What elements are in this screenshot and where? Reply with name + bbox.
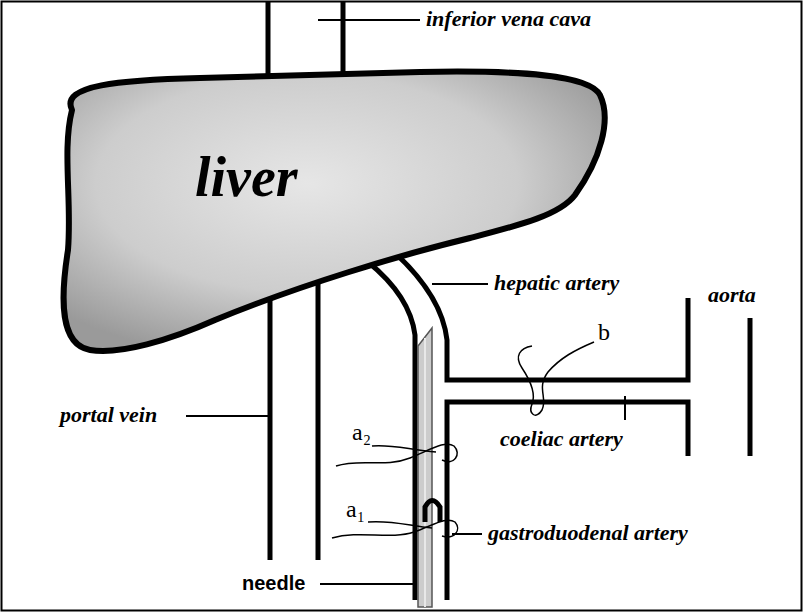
leader-tick xyxy=(624,396,626,420)
ligature-a1 xyxy=(332,520,458,538)
vessel-name: inferior vena cava xyxy=(424,8,593,30)
hepatic-artery-wall xyxy=(368,262,415,600)
leader-line xyxy=(318,19,420,21)
ligature-a2 xyxy=(372,446,436,452)
hepatic-artery-wall xyxy=(394,252,688,380)
leader-line xyxy=(186,415,268,417)
vessel-name: gastroduodenal artery xyxy=(486,522,690,544)
instrument-name: needle xyxy=(240,573,307,593)
vessel-name: hepatic artery xyxy=(492,272,621,294)
gastroduodenal-ligature xyxy=(425,501,440,523)
callout-letter: b xyxy=(596,320,612,344)
vessel-name: coeliac artery xyxy=(498,428,625,450)
portal-vein-wall xyxy=(268,280,273,560)
liver-outline xyxy=(50,65,610,360)
needle xyxy=(418,328,432,607)
organ-name: liver xyxy=(195,149,298,205)
vessel-name: portal vein xyxy=(58,404,159,426)
callout-letter: a₂ xyxy=(350,420,373,444)
coeliac-artery-wall xyxy=(447,402,688,600)
liver-shape xyxy=(63,72,604,351)
leader-line xyxy=(432,283,488,285)
liver-organ: liver xyxy=(50,65,610,360)
aorta-wall xyxy=(748,318,753,456)
portal-vein-wall xyxy=(316,270,321,560)
leader-line xyxy=(320,583,416,585)
needle-shine xyxy=(424,338,426,607)
vessel-name: aorta xyxy=(706,284,758,306)
callout-letter: a₁ xyxy=(344,497,367,521)
ligature-b xyxy=(518,342,594,415)
ligature-a1 xyxy=(368,522,432,528)
ligature-a2 xyxy=(336,444,457,466)
